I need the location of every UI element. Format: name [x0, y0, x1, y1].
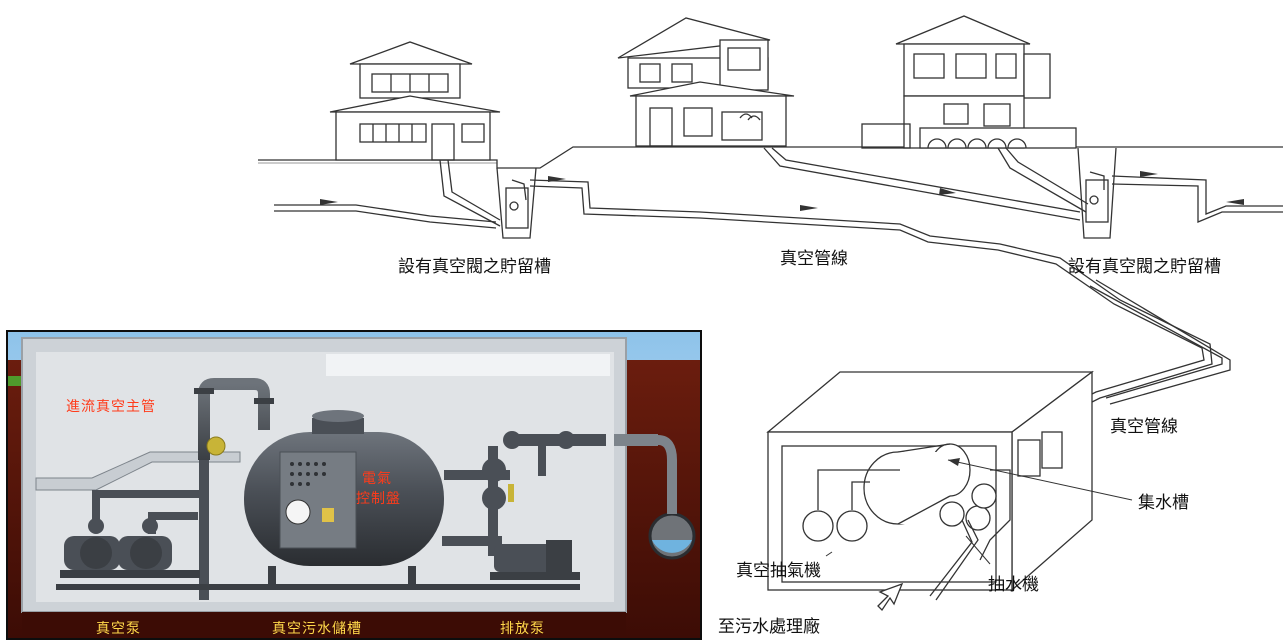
- control-panel-label-2: 控制盤: [356, 491, 401, 507]
- tank-right-label: 設有真空閥之貯留槽: [1068, 257, 1221, 277]
- tank-right: [1077, 147, 1117, 239]
- vacuum-line-top-label: 真空管線: [780, 249, 848, 269]
- pump-station-illustration: [6, 330, 702, 640]
- collection-tank-label: 集水槽: [1138, 493, 1189, 513]
- vacuum-pump-label: 真空泵: [96, 621, 141, 637]
- sewage-tank-label: 真空污水儲槽: [272, 621, 362, 637]
- tank-left-label: 設有真空閥之貯留槽: [398, 257, 551, 277]
- tank-left: [496, 167, 537, 239]
- vacuum-pump-drawing-label: 真空抽氣機: [736, 561, 821, 581]
- water-pump-drawing-label: 抽水機: [988, 575, 1039, 595]
- house-2: [617, 17, 795, 147]
- top-line-drawing: [258, 15, 1283, 612]
- vacuum-line-right-label: 真空管線: [1110, 417, 1178, 437]
- to-treatment-label: 至污水處理廠: [718, 617, 820, 637]
- discharge-pump-label: 排放泵: [500, 621, 545, 637]
- inflow-main-label: 進流真空主管: [66, 399, 156, 415]
- house-1: [329, 41, 501, 161]
- house-3: [861, 15, 1077, 149]
- pump-station-building: [766, 370, 1094, 612]
- control-panel-label-1: 電氣: [362, 471, 392, 487]
